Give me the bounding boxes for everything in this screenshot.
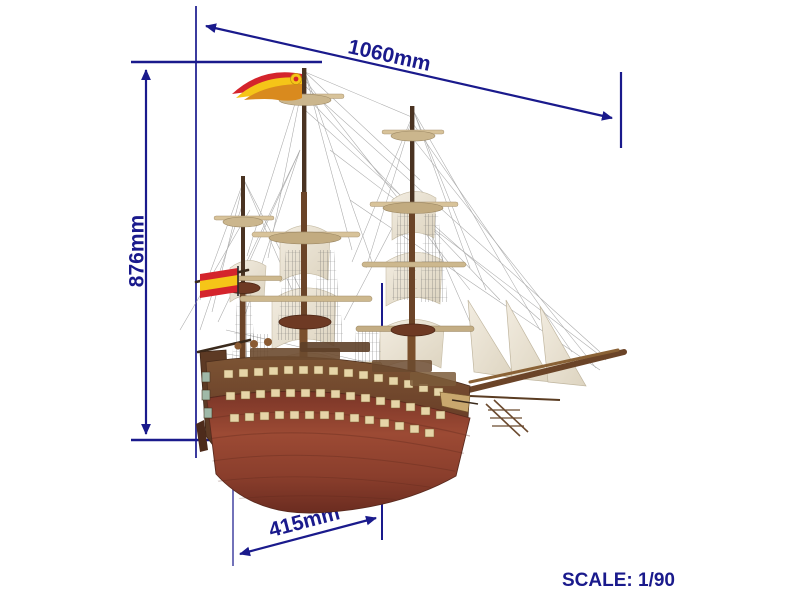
hull [196, 338, 529, 514]
height-dimension-label: 876mm [126, 215, 149, 287]
ship-model [179, 68, 627, 514]
length-dimension-line [205, 23, 613, 121]
hull-length-dimension-line [239, 515, 377, 557]
scale-label: SCALE: 1/90 [562, 570, 675, 591]
height-dimension: 876mm [126, 69, 151, 435]
stern-ensign [200, 266, 239, 298]
gun-ports [223, 365, 446, 438]
length-dimension: 1060mm [205, 23, 613, 121]
stern-gallery [201, 371, 213, 419]
deck-details [234, 338, 529, 437]
length-dimension-label: 1060mm [346, 35, 433, 76]
masthead-pennant [232, 72, 302, 101]
